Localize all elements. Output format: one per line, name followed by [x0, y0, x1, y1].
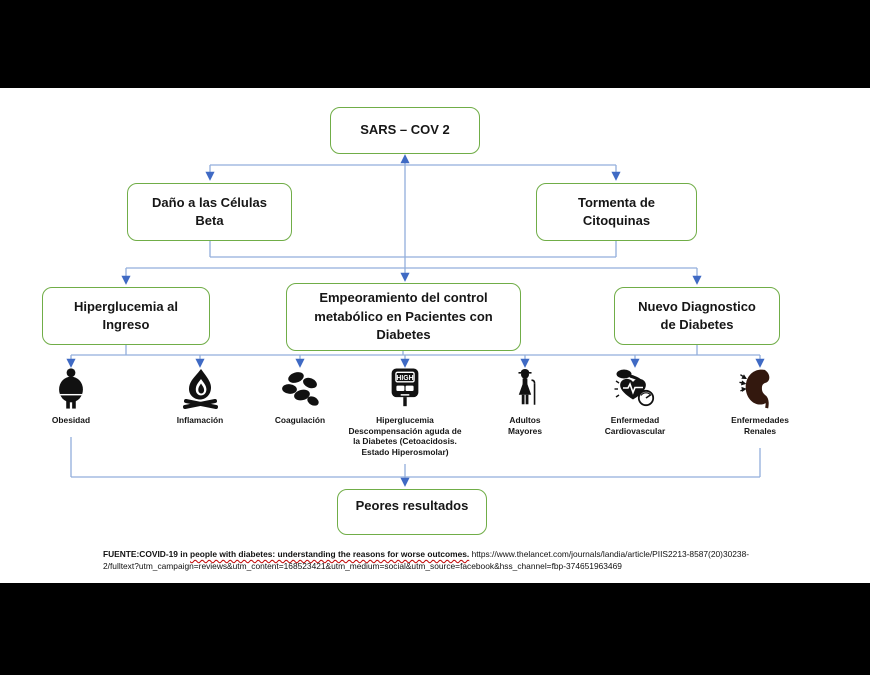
- factor-coagulation-label: Coagulación: [274, 415, 326, 425]
- box-sars-cov-2-label: SARS – COV 2: [360, 122, 450, 138]
- factor-hyperglycemia-label: Hiperglucemia Descompensación aguda de l…: [348, 415, 462, 457]
- factor-obesity: Obesidad: [26, 368, 116, 426]
- box-beta-cell-damage-label: Daño a las Células Beta: [152, 194, 267, 228]
- box-metabolic-control-worsening-label: Empeoramiento del control metabólico en …: [314, 290, 493, 343]
- factor-cardiovascular-label: Enfermedad Cardiovascular: [604, 415, 666, 436]
- box-new-diabetes-diagnosis-label: Nuevo Diagnostico de Diabetes: [638, 298, 756, 332]
- factor-coagulation: Coagulación: [262, 368, 338, 426]
- kidney-icon: [739, 368, 781, 410]
- citation-url-line2: 2/fulltext?utm_campaign=reviews&utm_cont…: [103, 560, 622, 571]
- glucometer-display-text: HIGH: [396, 375, 413, 382]
- source-citation: FUENTE:COVID-19 in people with diabetes:…: [103, 549, 815, 572]
- factor-cardiovascular: Enfermedad Cardiovascular: [577, 368, 693, 436]
- glucometer-high-icon: HIGH: [388, 368, 422, 410]
- factor-hyperglycemia: HIGH Hiperglucemia Descompensación aguda…: [332, 368, 478, 457]
- box-new-diabetes-diagnosis: Nuevo Diagnostico de Diabetes: [614, 287, 780, 345]
- citation-prefix: FUENTE:COVID-19 in: [103, 549, 191, 559]
- box-worse-outcomes: Peores resultados: [337, 489, 487, 535]
- factor-renal-label: Enfermedades Renales: [731, 415, 789, 436]
- citation-url-line1: https://www.thelancet.com/journals/landi…: [471, 549, 750, 559]
- slide-canvas: SARS – COV 2 Daño a las Células Beta Tor…: [0, 88, 870, 583]
- box-sars-cov-2: SARS – COV 2: [330, 107, 480, 154]
- box-cytokine-storm-label: Tormenta de Citoquinas: [577, 194, 656, 228]
- factor-inflammation-label: Inflamación: [176, 415, 224, 425]
- box-admission-hyperglycemia: Hiperglucemia al Ingreso: [42, 287, 210, 345]
- elderly-woman-cane-icon: [510, 368, 540, 410]
- factor-obesity-label: Obesidad: [51, 415, 91, 425]
- factor-inflammation: Inflamación: [155, 368, 245, 426]
- box-beta-cell-damage: Daño a las Células Beta: [127, 183, 292, 241]
- box-cytokine-storm: Tormenta de Citoquinas: [536, 183, 697, 241]
- box-metabolic-control-worsening: Empeoramiento del control metabólico en …: [286, 283, 521, 351]
- obesity-person-icon: [54, 368, 88, 410]
- heart-blood-pressure-icon: [612, 368, 658, 410]
- citation-title-misspelled: people with diabetes: understanding the …: [190, 549, 470, 559]
- inflammation-fire-icon: [177, 368, 223, 410]
- box-worse-outcomes-label: Peores resultados: [355, 498, 469, 513]
- factor-renal: Enfermedades Renales: [702, 368, 818, 436]
- factor-elderly-label: Adultos Mayores: [508, 415, 542, 436]
- coagulation-blood-cells-icon: [280, 368, 320, 410]
- box-admission-hyperglycemia-label: Hiperglucemia al Ingreso: [73, 298, 179, 332]
- factor-elderly: Adultos Mayores: [480, 368, 570, 436]
